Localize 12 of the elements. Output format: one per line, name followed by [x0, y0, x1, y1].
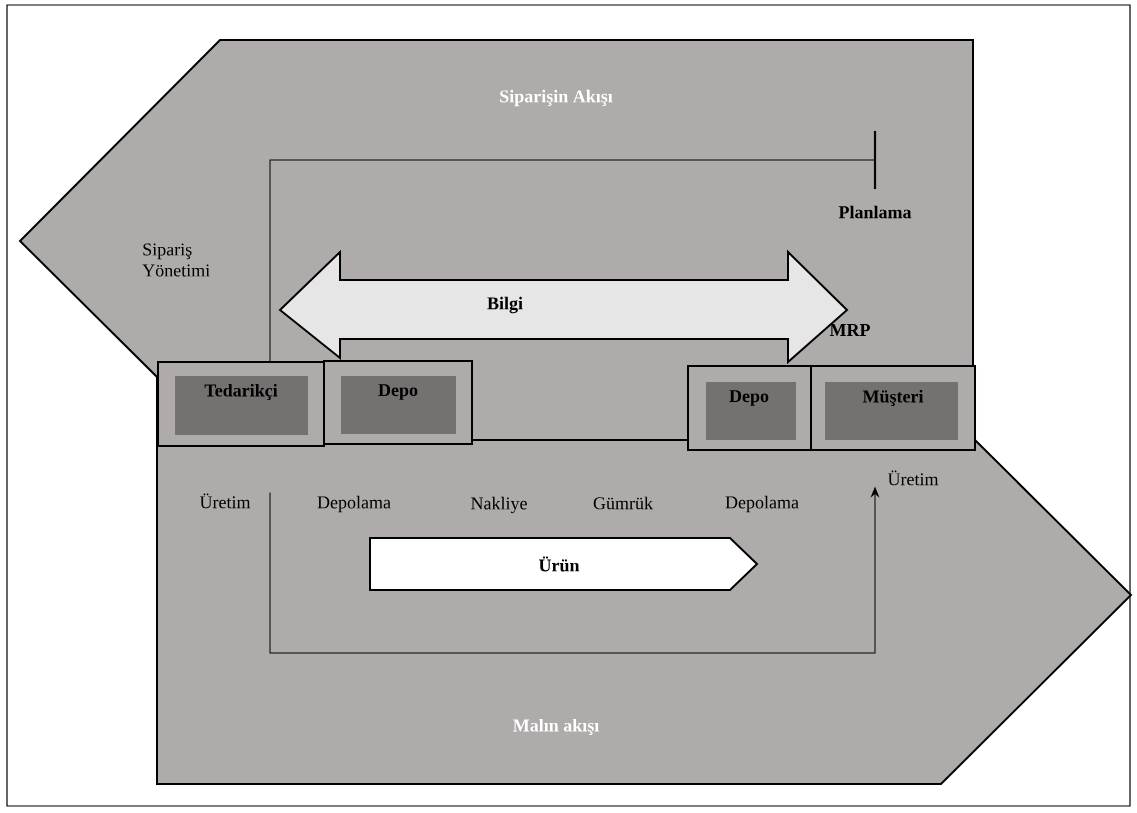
text-label: Üretim [887, 470, 939, 486]
location-box: Depo [687, 365, 812, 451]
text-label: Gümrük [593, 496, 653, 510]
text-label: Nakliye [471, 496, 527, 514]
connector-line [269, 131, 877, 362]
text-label: Sipariş Yönetimi [142, 243, 210, 277]
location-box: Müşteri [810, 365, 976, 451]
text-label: Depolama [317, 495, 391, 513]
text-label: Depolama [725, 495, 799, 513]
text-label: Planlama [838, 205, 912, 219]
connector-line [269, 487, 879, 654]
text-label: Üretim [199, 493, 251, 509]
